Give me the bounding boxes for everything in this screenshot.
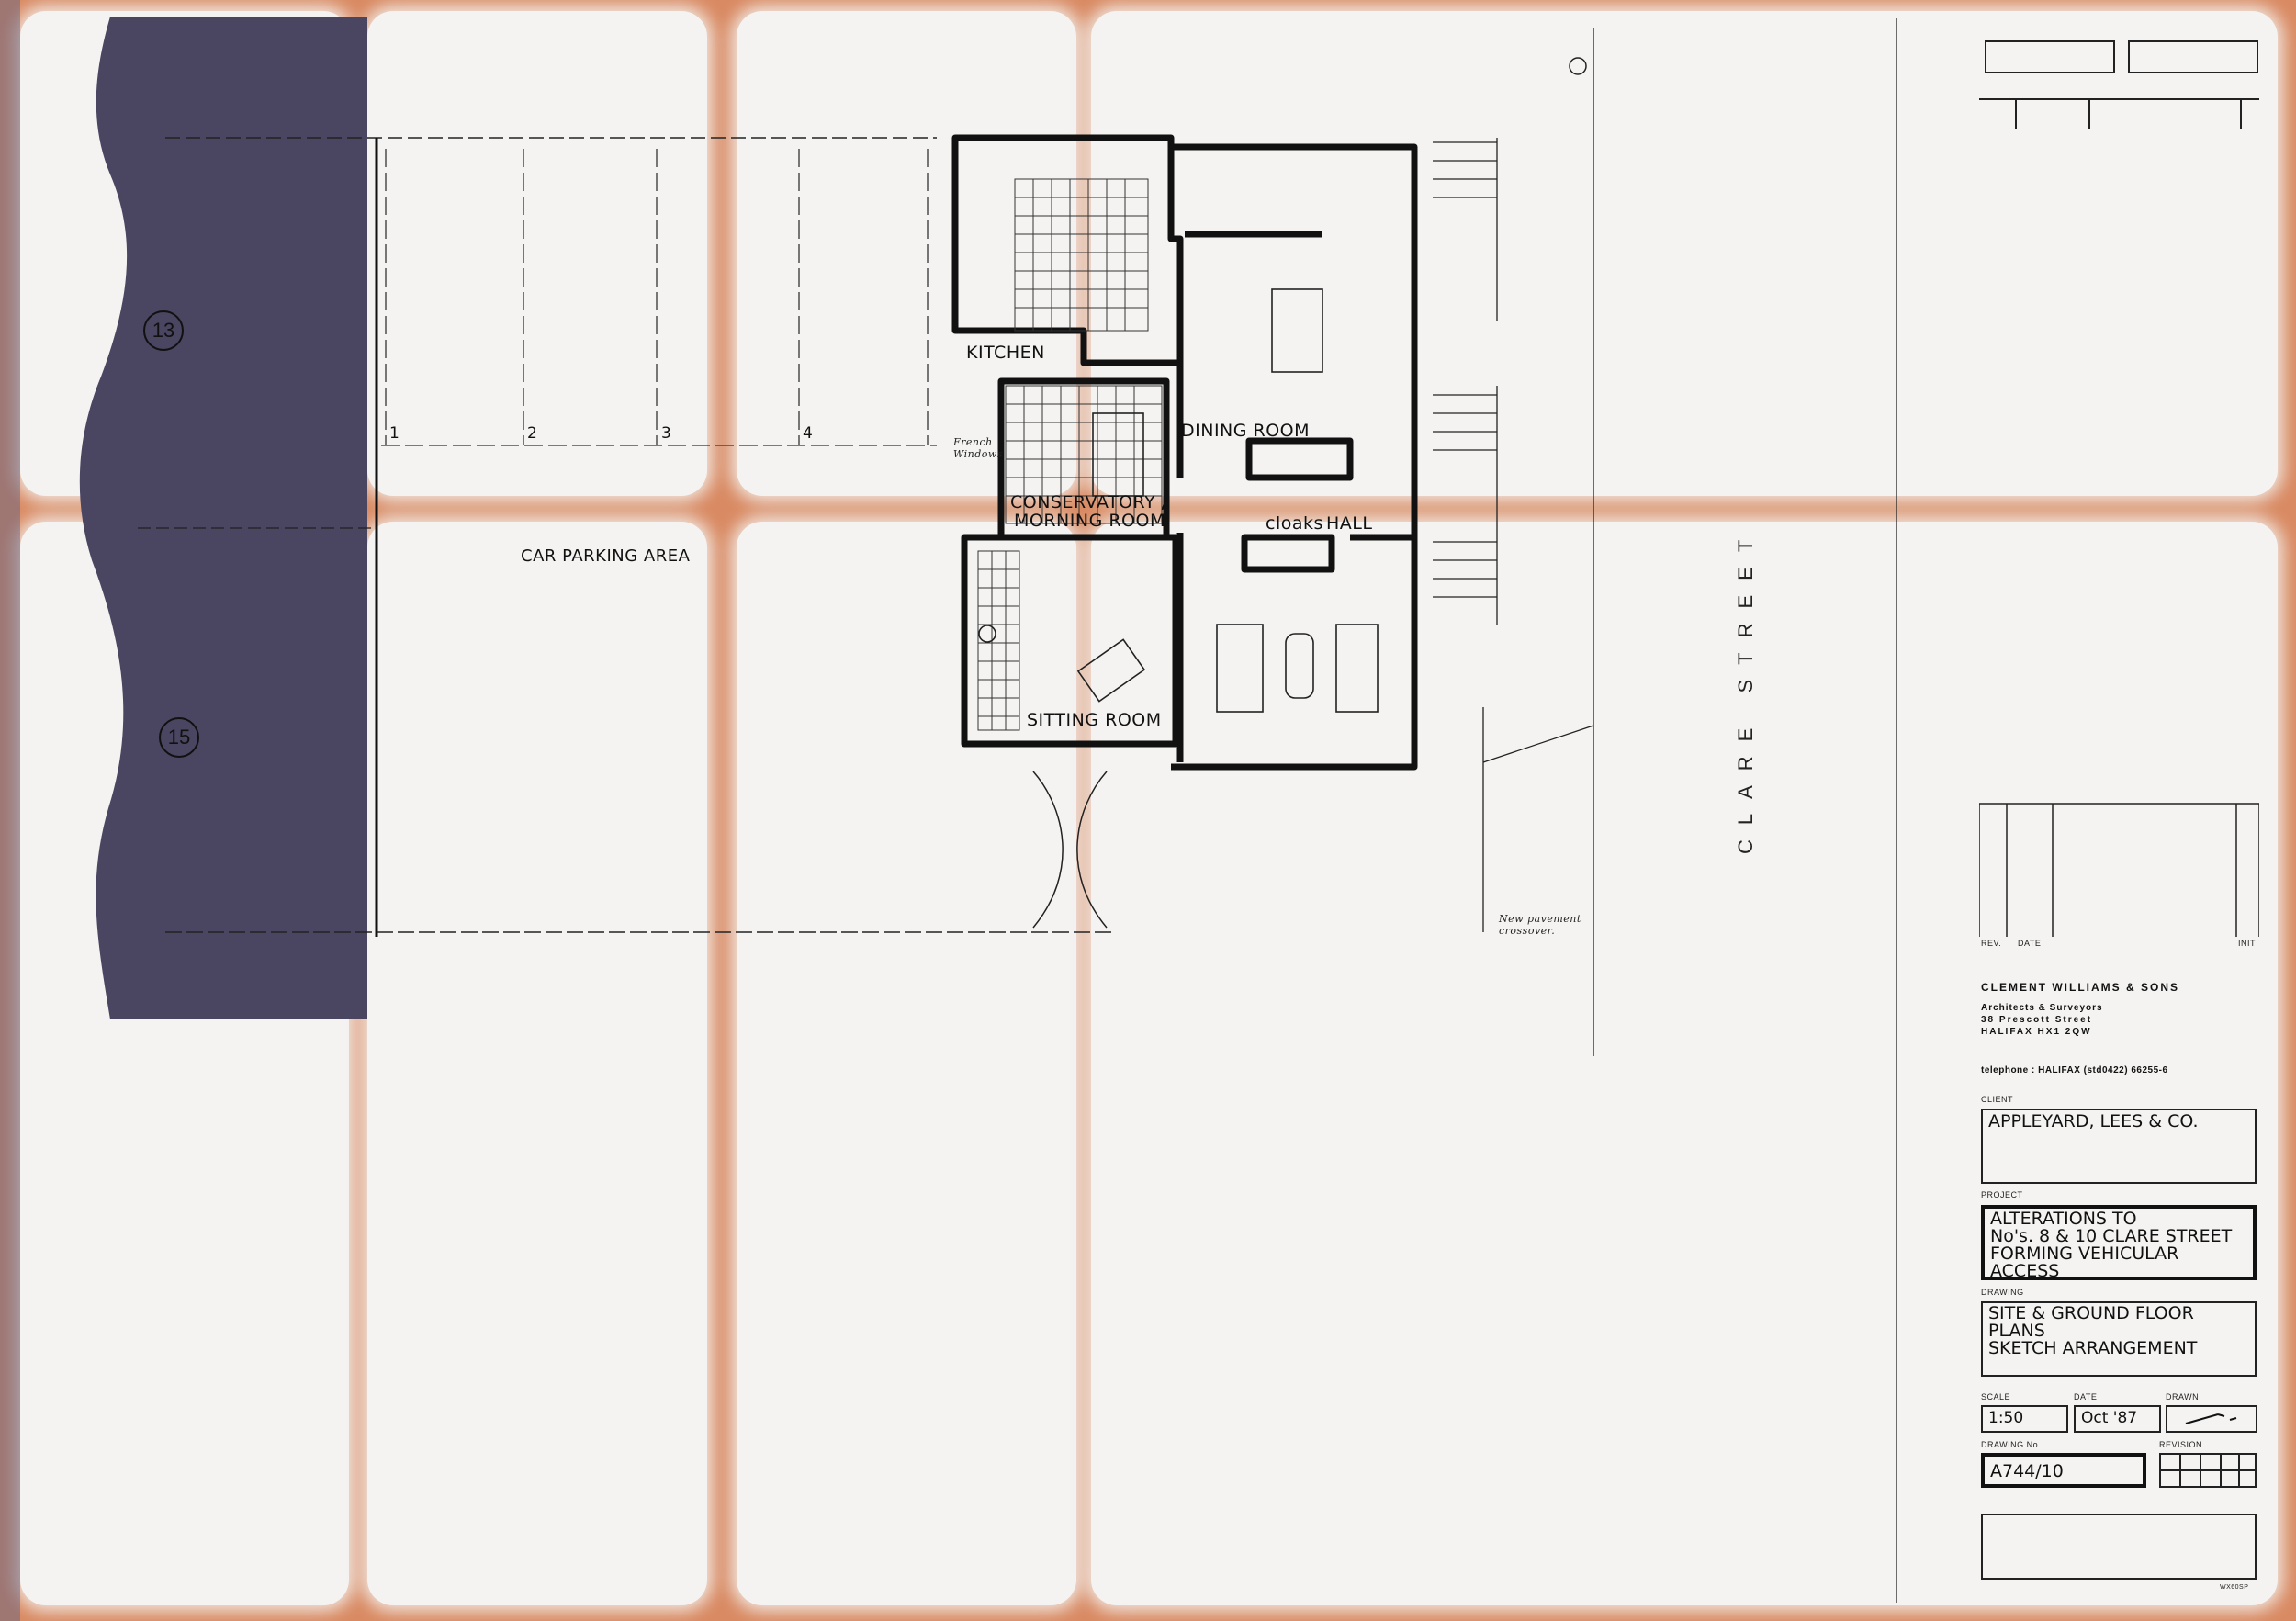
bay-number: 4 — [803, 424, 814, 443]
rev-date-label: DATE — [2018, 939, 2042, 948]
footer-code: WX60SP — [2220, 1584, 2249, 1591]
sitting-room-label: SITTING ROOM — [1027, 710, 1162, 730]
bay-number: 1 — [389, 424, 400, 443]
street-name: CLARE STREET — [1734, 524, 1757, 854]
house-number-13: 13 — [143, 310, 184, 351]
parking-bays — [381, 149, 937, 446]
morning-room-label: MORNING ROOM — [1014, 511, 1165, 531]
french-windows-note: French Windows — [953, 436, 1003, 460]
revision-grid — [2159, 1453, 2257, 1488]
french-windows-line: Windows — [953, 448, 1003, 460]
sheet-panel — [737, 11, 1076, 496]
project-box: ALTERATIONS TO No's. 8 & 10 CLARE STREET… — [1981, 1205, 2257, 1280]
drawing-no-label: DRAWING No — [1981, 1440, 2039, 1449]
drawing-line: SKETCH ARRANGEMENT — [1988, 1338, 2198, 1358]
steps — [1433, 138, 1498, 625]
cloaks-label: cloaks — [1266, 513, 1323, 534]
top-box — [1985, 40, 2115, 73]
kitchen-label: KITCHEN — [966, 343, 1045, 363]
project-label: PROJECT — [1981, 1190, 2023, 1199]
project-line: No's. 8 & 10 CLARE STREET — [1990, 1226, 2233, 1246]
neighbouring-properties — [79, 17, 367, 1019]
scale-value: 1:50 — [1988, 1409, 2024, 1427]
top-box — [2128, 40, 2258, 73]
approval-box — [1981, 1514, 2257, 1580]
house-walls — [951, 134, 1418, 771]
sheet-panel — [1091, 11, 2278, 496]
title-block: REV. DATE INIT CLEMENT WILLIAMS & SONS A… — [1979, 28, 2259, 1598]
date-value: Oct '87 — [2081, 1409, 2138, 1427]
project-line: ALTERATIONS TO — [1990, 1209, 2137, 1229]
drawing-no-value: A744/10 — [1990, 1461, 2064, 1481]
drawn-label: DRAWN — [2166, 1392, 2200, 1401]
drawing-box: SITE & GROUND FLOOR PLANS SKETCH ARRANGE… — [1981, 1301, 2257, 1377]
scale-label: SCALE — [1981, 1392, 2011, 1401]
init-label: INIT — [2238, 939, 2256, 948]
firm-name: CLEMENT WILLIAMS & SONS — [1981, 981, 2179, 994]
drawing-line: SITE & GROUND FLOOR PLANS — [1988, 1303, 2194, 1341]
furniture — [978, 288, 1379, 713]
firm-address-2: HALIFAX HX1 2QW — [1981, 1027, 2092, 1037]
drawn-initials-mark — [2185, 1413, 2237, 1424]
drawn-box — [2166, 1405, 2257, 1433]
sheet-panel — [367, 522, 707, 1605]
hall-label: HALL — [1326, 513, 1373, 534]
sheet-panel — [367, 11, 707, 496]
drawing-label: DRAWING — [1981, 1288, 2024, 1297]
project-line: FORMING VEHICULAR ACCESS — [1990, 1244, 2179, 1281]
date-label: DATE — [2074, 1392, 2098, 1401]
revision-label: REVISION — [2159, 1440, 2203, 1449]
pavement-crossover-note: New pavement crossover. — [1499, 913, 1581, 937]
rev-label: REV. — [1981, 939, 2002, 948]
house-number-15: 15 — [159, 717, 199, 758]
bay-number: 3 — [661, 424, 672, 443]
client-label: CLIENT — [1981, 1095, 2014, 1104]
pavement-note-line: New pavement — [1499, 913, 1581, 925]
sheet-panel — [1091, 522, 2278, 1605]
firm-address-1: 38 Prescott Street — [1981, 1015, 2093, 1025]
conservatory-label: CONSERVATORY / — [1010, 492, 1168, 512]
bay-number: 2 — [527, 424, 538, 443]
client-value: APPLEYARD, LEES & CO. — [1988, 1111, 2199, 1131]
client-box: APPLEYARD, LEES & CO. — [1981, 1109, 2257, 1184]
dining-room-label: DINING ROOM — [1181, 421, 1311, 441]
drawing-no-box: A744/10 — [1981, 1453, 2146, 1488]
title-frame-lines — [1979, 98, 2259, 937]
car-parking-label: CAR PARKING AREA — [521, 546, 691, 566]
sheet-edge-strip — [0, 0, 20, 1621]
pavement-note-line: crossover. — [1499, 925, 1556, 937]
scale-box: 1:50 — [1981, 1405, 2068, 1433]
firm-profession: Architects & Surveyors — [1981, 1003, 2103, 1013]
date-box: Oct '87 — [2074, 1405, 2161, 1433]
vehicular-gates — [1032, 771, 1108, 929]
french-windows-line: French — [953, 436, 993, 448]
floor-tiles — [977, 178, 1163, 731]
firm-telephone: telephone : HALIFAX (std0422) 66255-6 — [1981, 1065, 2168, 1075]
